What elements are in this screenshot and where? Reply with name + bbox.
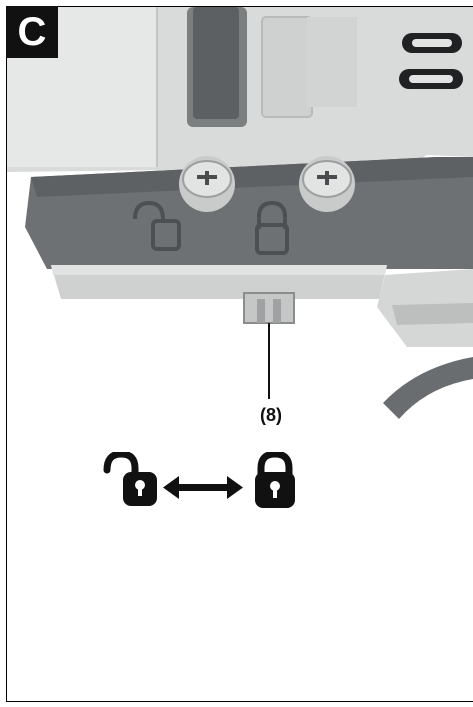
- locked-padlock-icon: [255, 452, 295, 508]
- locking-lever-8: [243, 292, 295, 324]
- figure-label-badge: C: [6, 6, 58, 58]
- cable-curve: [383, 357, 473, 419]
- double-arrow-icon: [163, 476, 243, 499]
- embossed-unlock-symbol: [133, 200, 181, 251]
- callout-label-8: (8): [260, 405, 282, 425]
- screw-right: [299, 156, 355, 212]
- figure-frame: [6, 6, 473, 702]
- tool-illustration: [7, 7, 473, 419]
- unlocked-padlock-icon: [103, 452, 157, 506]
- embossed-lock-symbol: [255, 200, 289, 255]
- brand-emboss-area: [261, 16, 313, 118]
- screw-left: [179, 156, 235, 212]
- lock-unlock-symbol-row: [103, 452, 295, 508]
